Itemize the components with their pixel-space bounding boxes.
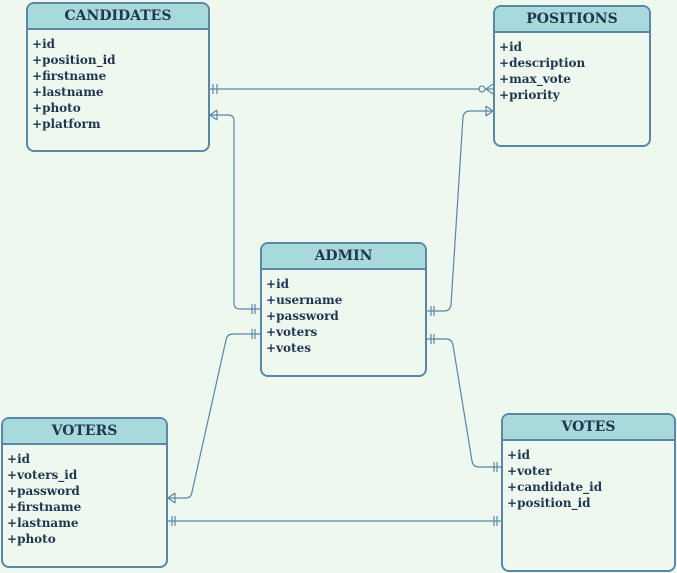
attribute: voters_id xyxy=(7,467,166,483)
attribute: id xyxy=(7,451,166,467)
attribute: votes xyxy=(266,340,425,356)
attribute: priority xyxy=(499,87,649,103)
attribute: candidate_id xyxy=(507,479,674,495)
relationship-admin-votes xyxy=(427,334,501,472)
relationship-voters-admin xyxy=(167,329,260,504)
entity-header: VOTERS xyxy=(3,419,166,445)
entity-positions[interactable]: POSITIONS id description max_vote priori… xyxy=(493,5,651,147)
attribute-list: id position_id firstname lastname photo … xyxy=(28,30,208,132)
attribute: lastname xyxy=(32,84,208,100)
relationship-candidates-admin xyxy=(209,109,260,314)
attribute: voters xyxy=(266,324,425,340)
attribute: username xyxy=(266,292,425,308)
attribute: max_vote xyxy=(499,71,649,87)
attribute: lastname xyxy=(7,515,166,531)
entity-header: POSITIONS xyxy=(495,7,649,33)
attribute: id xyxy=(507,447,674,463)
relationship-voters-votes xyxy=(168,516,501,526)
relationship-candidates-positions xyxy=(210,83,494,95)
attribute-list: id voters_id password firstname lastname… xyxy=(3,445,166,547)
entity-admin[interactable]: ADMIN id username password voters votes xyxy=(260,242,427,377)
entity-header: CANDIDATES xyxy=(28,4,208,30)
attribute: photo xyxy=(32,100,208,116)
attribute: id xyxy=(499,39,649,55)
entity-header: ADMIN xyxy=(262,244,425,270)
attribute: photo xyxy=(7,531,166,547)
attribute: password xyxy=(266,308,425,324)
attribute: id xyxy=(32,36,208,52)
attribute-list: id voter candidate_id position_id xyxy=(503,441,674,511)
attribute: position_id xyxy=(32,52,208,68)
relationship-admin-positions xyxy=(427,105,494,316)
attribute: firstname xyxy=(32,68,208,84)
attribute: position_id xyxy=(507,495,674,511)
attribute: description xyxy=(499,55,649,71)
attribute: platform xyxy=(32,116,208,132)
attribute: voter xyxy=(507,463,674,479)
attribute-list: id username password voters votes xyxy=(262,270,425,356)
attribute: id xyxy=(266,276,425,292)
attribute-list: id description max_vote priority xyxy=(495,33,649,103)
entity-voters[interactable]: VOTERS id voters_id password firstname l… xyxy=(1,417,168,568)
entity-candidates[interactable]: CANDIDATES id position_id firstname last… xyxy=(26,2,210,152)
entity-header: VOTES xyxy=(503,415,674,441)
entity-votes[interactable]: VOTES id voter candidate_id position_id xyxy=(501,413,676,572)
attribute: password xyxy=(7,483,166,499)
attribute: firstname xyxy=(7,499,166,515)
